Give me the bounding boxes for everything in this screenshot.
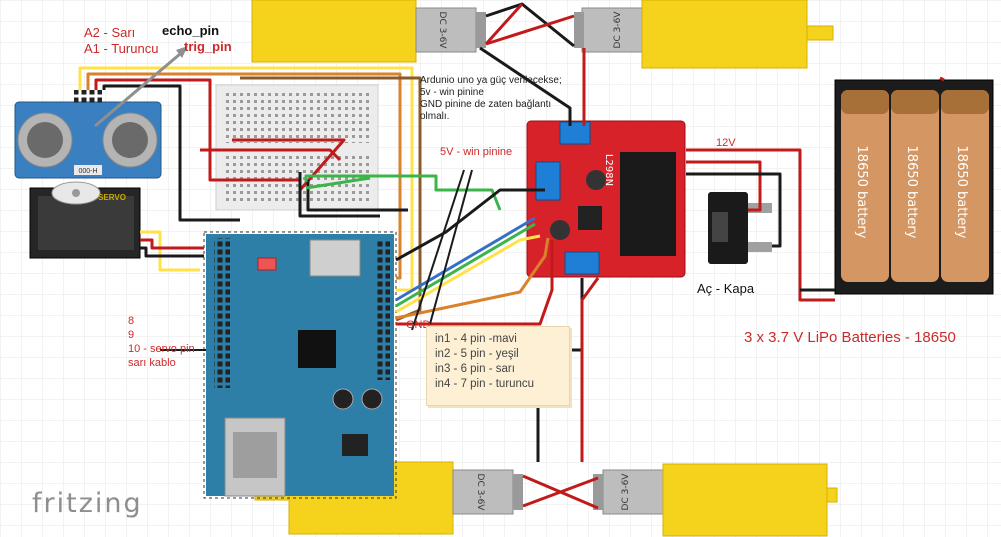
motor-top-left: DC 3-6V	[251, 0, 486, 63]
label-pin-10: 10 - servo pin	[128, 343, 195, 355]
motor-top-right-label: DC 3-6V	[613, 11, 623, 49]
arduino-note-line-2: 5v - win pinine	[420, 87, 484, 98]
pin-note-in2: in2 - 5 pin - yeşil	[435, 348, 519, 360]
label-gnd: GND	[406, 319, 431, 331]
label-trig-pin: trig_pin	[184, 39, 232, 54]
servo-label: SERVO	[98, 193, 126, 202]
servo-motor: SERVO	[29, 181, 141, 259]
label-switch: Aç - Kapa	[697, 281, 755, 296]
power-switch	[708, 192, 772, 264]
motor-top-right: DC 3-6V	[574, 0, 834, 69]
pin-note-in3: in3 - 6 pin - sarı	[435, 363, 515, 375]
label-pin-8: 8	[128, 315, 135, 327]
pin-notes-sticky: in1 - 4 pin -mavi in2 - 5 pin - yeşil in…	[426, 326, 570, 406]
motor-bottom-right: DC 3-6V	[593, 463, 838, 537]
pin-note-in4: in4 - 7 pin - turuncu	[435, 378, 535, 390]
label-servo-wire: sarı kablo	[128, 357, 176, 369]
label-pin-9: 9	[128, 329, 135, 341]
arduino-note-line-1: Ardunio uno ya güç verilecekse;	[420, 75, 562, 86]
label-batteries: 3 x 3.7 V LiPo Batteries - 18650	[744, 329, 956, 346]
sensor-crystal-label: 000-H	[78, 168, 97, 175]
arduino-ethernet-board	[203, 231, 397, 499]
battery-1-label: 18650 battery	[854, 146, 869, 239]
battery-2-label: 18650 battery	[904, 146, 919, 239]
battery-3-label: 18650 battery	[954, 146, 969, 239]
l298n-motor-driver: L298N	[526, 120, 686, 278]
fritzing-logo: fritzing	[32, 488, 143, 519]
motor-bottom-right-label: DC 3-6V	[621, 473, 631, 511]
label-a2: A2 - Sarı	[84, 25, 136, 40]
battery-pack: 18650 battery 18650 battery 18650 batter…	[834, 79, 994, 295]
motor-bottom-left-label: DC 3-6V	[475, 474, 485, 512]
breadboard	[215, 84, 379, 211]
arduino-note-line-3: GND pinine de zaten bağlantı	[420, 99, 552, 110]
label-5v: 5V - win pinine	[440, 146, 513, 158]
wires	[78, 2, 945, 510]
driver-chip-label: L298N	[603, 154, 614, 186]
arduino-note-line-4: olmalı.	[420, 111, 450, 122]
arduino-power-note: Ardunio uno ya güç verilecekse; 5v - win…	[420, 75, 562, 123]
label-echo-pin: echo_pin	[162, 23, 220, 38]
label-a1: A1 - Turuncu	[84, 41, 159, 56]
ultrasonic-sensor: 000-H	[14, 90, 162, 179]
pin-note-in1: in1 - 4 pin -mavi	[435, 333, 517, 345]
label-12v: 12V	[716, 137, 736, 149]
motor-top-left-label: DC 3-6V	[437, 12, 447, 50]
